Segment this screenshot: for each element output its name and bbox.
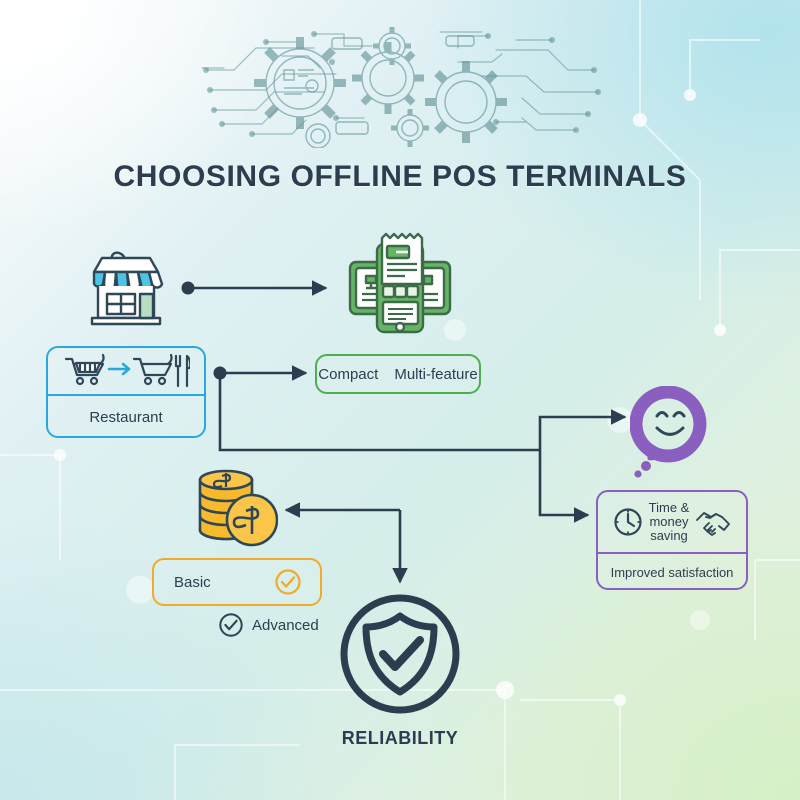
advanced-label: Advanced [252, 616, 319, 634]
restaurant-card-label-row: Restaurant [48, 396, 204, 438]
benefits-top-label: Time & money saving [648, 500, 690, 543]
benefits-bottom-label: Improved satisfaction [610, 564, 734, 580]
reliability-label: RELIABILITY [341, 728, 459, 748]
pos-terminal-icon [348, 232, 452, 334]
edge-branch-trunk [218, 373, 540, 452]
edge-branch-to-benefits [538, 450, 590, 523]
header-circuit-gears-graphic [201, 27, 601, 148]
basic-card-row: Basic [154, 560, 320, 604]
advanced-option[interactable]: Advanced [218, 612, 319, 638]
coins-stack-icon [198, 469, 278, 547]
shield-check-circle-icon [340, 594, 460, 714]
shopping-cart-to-restaurant-icon [64, 353, 190, 388]
benefits-card-top: Time & money saving [598, 492, 746, 554]
feature-multifeature-label: Multi-feature [394, 365, 478, 383]
features-card-row: Compact Multi-feature [317, 356, 479, 392]
page-title: CHOOSING OFFLINE POS TERMINALS [113, 160, 687, 193]
benefits-card-bottom: Improved satisfaction [598, 554, 746, 590]
features-card[interactable]: Compact Multi-feature [315, 354, 481, 394]
storefront-icon [90, 251, 164, 326]
handshake-icon [696, 512, 731, 536]
basic-card[interactable]: Basic [152, 558, 322, 606]
basic-label: Basic [174, 573, 211, 591]
restaurant-card-icons [48, 348, 204, 396]
edge-branch-to-smiley [538, 409, 627, 450]
clock-icon [614, 508, 642, 536]
check-circle-icon[interactable] [218, 612, 244, 638]
edge-dot-storefront [181, 281, 195, 295]
feature-compact-label: Compact [318, 365, 379, 383]
edge-dot-restaurant [213, 366, 227, 380]
benefits-card[interactable]: Time & money saving Improved satisfactio… [596, 490, 748, 590]
smiley-thought-bubble-icon [630, 386, 707, 478]
restaurant-label: Restaurant [89, 408, 163, 426]
check-circle-icon[interactable] [274, 568, 302, 596]
restaurant-card[interactable]: Restaurant [46, 346, 206, 438]
